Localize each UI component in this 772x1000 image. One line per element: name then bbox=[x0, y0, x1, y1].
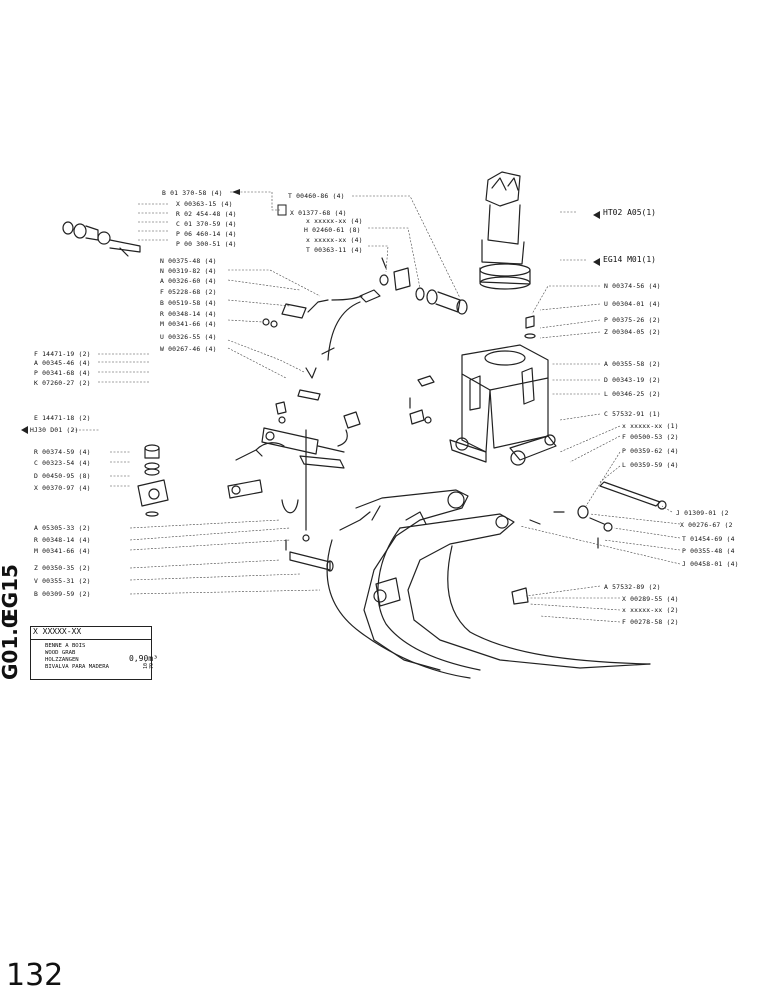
label-d00450: D 00450-95 (8) bbox=[34, 472, 91, 480]
label-f00500: F 00500-53 (2) bbox=[622, 433, 679, 441]
cylinder-drawing bbox=[227, 401, 361, 572]
label-p00355: P 00355-48 (4 bbox=[682, 547, 735, 555]
ref-ht02: HT02 A05(1) bbox=[603, 208, 656, 217]
page-number: 132 bbox=[6, 958, 64, 993]
label-h02460: H 02460-61 (8) bbox=[304, 226, 361, 234]
rotator-head-drawing bbox=[479, 171, 531, 290]
label-x01377: X 01377-68 (4) bbox=[290, 209, 347, 217]
label-r00348-b: R 00348-14 (4) bbox=[34, 536, 91, 544]
title-block-divider bbox=[31, 639, 151, 640]
volume: 0,90m³ bbox=[129, 654, 158, 663]
label-v00355: V 00355-31 (2) bbox=[34, 577, 91, 585]
label-p00300: P 00 300-51 (4) bbox=[176, 240, 237, 248]
label-c01370: C 01 370-59 (4) bbox=[176, 220, 237, 228]
label-j01309: J 01309-01 (2 bbox=[676, 509, 729, 517]
label-z00304: Z 00304-05 (2) bbox=[604, 328, 661, 336]
label-w00267: W 00267-46 (4) bbox=[160, 345, 217, 353]
yoke-drawing bbox=[449, 344, 557, 466]
title-block: X XXXXX-XX BENNE A BOIS WOOD GRAB HOLZZA… bbox=[30, 626, 158, 680]
label-xxxx-1: x xxxxx-xx (4) bbox=[306, 217, 363, 225]
label-t00363: T 00363-11 (4) bbox=[306, 246, 363, 254]
label-r00348-a: R 00348-14 (4) bbox=[160, 310, 217, 318]
label-r00374: R 00374-59 (4) bbox=[34, 448, 91, 456]
name-en: WOOD GRAB bbox=[45, 650, 76, 656]
label-d00343: D 00343-19 (2) bbox=[604, 376, 661, 384]
label-b00519: B 00519-58 (4) bbox=[160, 299, 217, 307]
label-x00370: X 00370-97 (4) bbox=[34, 484, 91, 492]
label-n00374: N 00374-56 (4) bbox=[604, 282, 661, 290]
label-b00309: B 00309-59 (2) bbox=[34, 590, 91, 598]
label-a05305: A 05305-33 (2) bbox=[34, 524, 91, 532]
top-left-parts-drawing bbox=[62, 221, 141, 257]
name-de: HOLZZANGEN bbox=[45, 657, 79, 663]
label-u00326: U 00326-55 (4) bbox=[160, 333, 217, 341]
label-a00326: A 00326-60 (4) bbox=[160, 277, 217, 285]
label-xxxx-r2: x xxxxx-xx (2) bbox=[622, 606, 679, 614]
label-k07260: K 07260-27 (2) bbox=[34, 379, 91, 387]
label-r02454: R 02 454-48 (4) bbox=[176, 210, 237, 218]
name-es: BIVALVA PARA MADERA bbox=[45, 664, 109, 670]
ref-hj30: HJ30 D01 (2) bbox=[30, 426, 79, 434]
label-xxxx-2: x xxxxx-xx (4) bbox=[306, 236, 363, 244]
label-x00276: X 00276-67 (2 bbox=[680, 521, 733, 529]
label-p00375: P 00375-26 (2) bbox=[604, 316, 661, 324]
label-l00359: L 00359-59 (4) bbox=[622, 461, 679, 469]
title-block-code: X XXXXX-XX bbox=[33, 627, 82, 636]
label-a57532: A 57532-89 (2) bbox=[604, 583, 661, 591]
label-n00319: N 00319-82 (4) bbox=[160, 267, 217, 275]
label-x00289: X 00289-55 (4) bbox=[622, 595, 679, 603]
small-parts-right-drawing bbox=[409, 315, 667, 605]
label-c57532: C 57532-91 (1) bbox=[604, 410, 661, 418]
label-u00304: U 00304-01 (4) bbox=[604, 300, 661, 308]
label-f05228: F 05228-68 (2) bbox=[160, 288, 217, 296]
name-fr: BENNE A BOIS bbox=[45, 643, 86, 649]
label-f00278: F 00278-58 (2) bbox=[622, 618, 679, 626]
label-m00341-a: M 00341-66 (4) bbox=[160, 320, 217, 328]
label-t00460: T 00460-86 (4) bbox=[288, 192, 345, 200]
sheet-code: G01.0 bbox=[0, 614, 22, 680]
label-c00323: C 00323-54 (4) bbox=[34, 459, 91, 467]
label-a00355: A 00355-58 (2) bbox=[604, 360, 661, 368]
date: 10-79 bbox=[143, 659, 155, 669]
label-m00341-b: M 00341-66 (4) bbox=[34, 547, 91, 555]
label-n00375: N 00375-48 (4) bbox=[160, 257, 217, 265]
label-x00363: X 00363-15 (4) bbox=[176, 200, 233, 208]
label-b01370: B 01 370-58 (4) bbox=[162, 189, 223, 197]
label-xxxx-r1: x xxxxx-xx (1) bbox=[622, 422, 679, 430]
label-p06460: P 06 460-14 (4) bbox=[176, 230, 237, 238]
label-a00345: A 00345-46 (4) bbox=[34, 359, 91, 367]
grab-claws-drawing bbox=[326, 489, 651, 679]
label-l00346: L 00346-25 (2) bbox=[604, 390, 661, 398]
label-e14471: E 14471-18 (2) bbox=[34, 414, 91, 422]
label-z00350: Z 00350-35 (2) bbox=[34, 564, 91, 572]
label-p00341: P 00341-68 (4) bbox=[34, 369, 91, 377]
label-j00458: J 00458-01 (4) bbox=[682, 560, 739, 568]
bushings-left-drawing bbox=[137, 444, 169, 517]
label-p00359: P 00359-62 (4) bbox=[622, 447, 679, 455]
label-t01454: T 01454-69 (4 bbox=[682, 535, 735, 543]
ref-eg14: EG14 M01(1) bbox=[603, 255, 656, 264]
hose-drawing bbox=[262, 257, 468, 401]
label-f14471: F 14471-19 (2) bbox=[34, 350, 91, 358]
